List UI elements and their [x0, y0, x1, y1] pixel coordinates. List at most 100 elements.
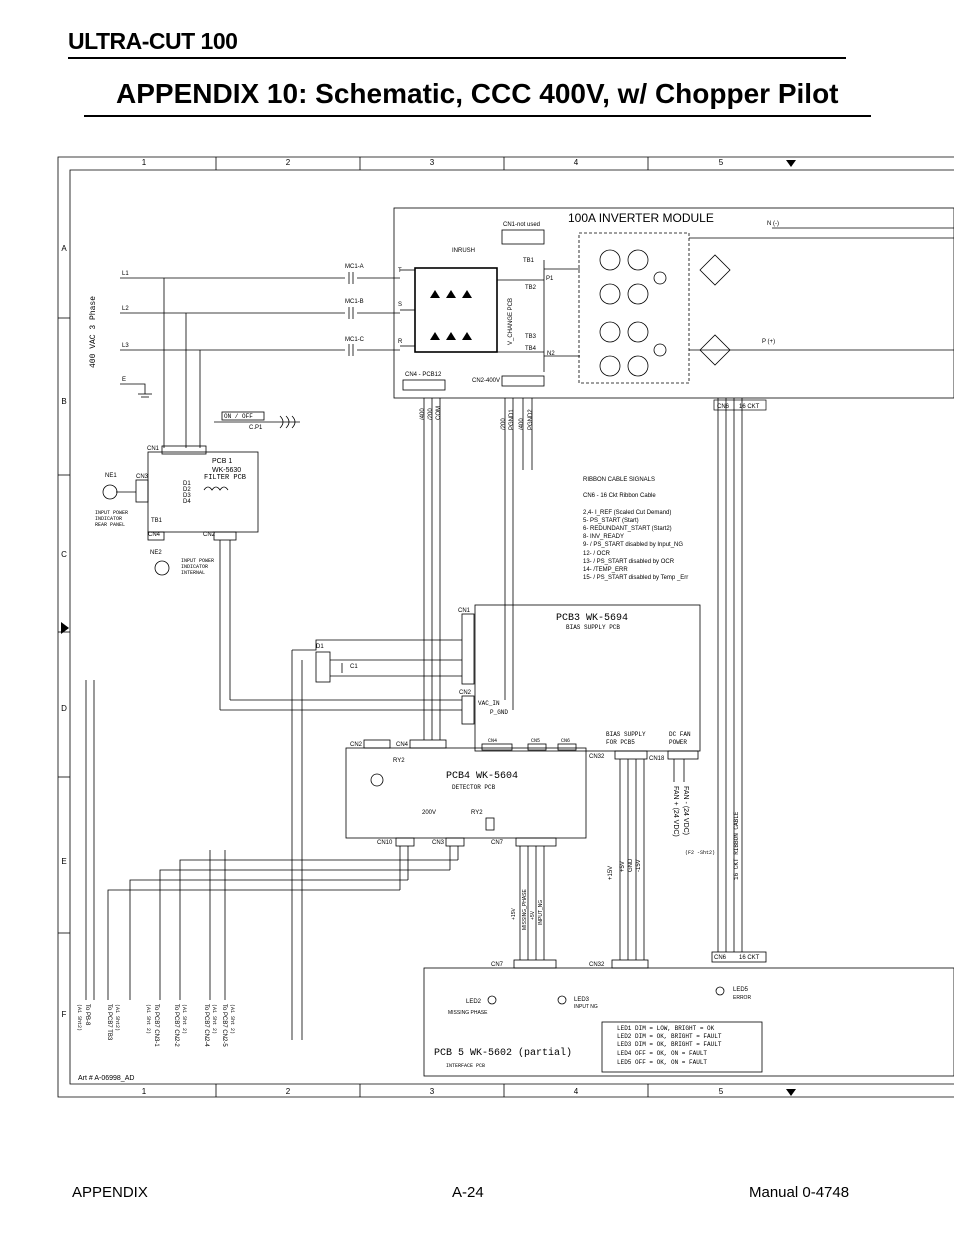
label-n2: N2	[547, 351, 555, 357]
label-fan-minus: FAN - (24 VDC)	[682, 786, 689, 835]
footer-manual-number: Manual 0-4748	[749, 1184, 850, 1201]
label-gnd-a: GND	[628, 858, 634, 872]
label-200v: 200V	[422, 810, 436, 816]
label-led3-sub: INPUT NG	[574, 1004, 598, 1010]
label-e: E	[122, 377, 126, 383]
pcb5-box	[423, 967, 954, 1077]
grid-col-1: 1	[142, 158, 147, 167]
label-pcb4-cn2: CN2	[350, 742, 363, 748]
ne1-note-line1: INPUT POWER	[95, 510, 128, 516]
label-d1: D1	[183, 481, 191, 487]
label-ry2-a: RY2	[393, 758, 405, 764]
inverter-module-box	[393, 207, 954, 399]
inner-frame	[69, 169, 954, 1085]
ne1-note-line3: REAR PANEL	[95, 522, 125, 528]
label-mc1-c: MC1-C	[345, 337, 365, 343]
grid-row-e: E	[61, 857, 66, 866]
label-n-minus: N (-)	[767, 221, 779, 227]
ribbon-title: RIBBON CABLE SIGNALS	[583, 477, 655, 483]
label-16-ckt-bottom: 16 CKT	[739, 955, 760, 961]
label-p-plus: P (+)	[762, 339, 775, 345]
label-p-gnd: P_GND	[490, 709, 508, 716]
pcb3-subtitle: BIAS SUPPLY PCB	[566, 624, 620, 631]
ribbon-line: 13- / PS_START disabled by OCR	[583, 559, 675, 565]
brand-title: ULTRA-CUT 100	[68, 28, 238, 54]
ribbon-line: 2,4- I_REF (Scaled Cut Demand)	[583, 510, 671, 516]
label-inrush: INRUSH	[452, 248, 475, 254]
to-note: (A1 Sht 2)	[181, 1004, 187, 1034]
label-minus15v: -15V	[636, 859, 642, 872]
led-table-row: LED2 DIM = OK, BRIGHT = FAULT	[617, 1033, 722, 1040]
ribbon-line: 5- PS_START (Start)	[583, 518, 639, 524]
grid-col-5: 5	[719, 158, 724, 167]
footer-page-number: A-24	[452, 1184, 484, 1201]
led-table-row: LED5 OFF = OK, ON = FAULT	[617, 1059, 707, 1066]
pcb5-title: PCB 5 WK-5602 (partial)	[434, 1047, 572, 1059]
to-label: To PCB7 CN2-2	[173, 1004, 179, 1047]
footer-section: APPENDIX	[72, 1184, 148, 1201]
inverter-title: 100A INVERTER MODULE	[568, 211, 714, 225]
label-cn1-not-used: CN1-not used	[503, 222, 540, 228]
header-rule	[68, 57, 846, 59]
label-ne2: NE2	[150, 550, 162, 556]
label-d2: D2	[183, 487, 191, 493]
ribbon-line: 12- / OCR	[583, 551, 611, 557]
bias-supply-line1: BIAS SUPPLY	[606, 731, 646, 738]
rectifier-diodes	[430, 290, 472, 340]
label-cn4-pcb12: CN4 - PCB12	[405, 372, 442, 378]
label-pcb5-cn7: CN7	[491, 962, 504, 968]
label-cp1: C.P1	[249, 425, 263, 431]
label-d1-diode: D1	[316, 644, 324, 650]
label-pcb4-cn3: CN3	[432, 840, 445, 846]
label-tb3: TB3	[525, 334, 537, 340]
to-note: (A1 Sht 2)	[211, 1004, 217, 1034]
pcb3-box	[474, 604, 701, 752]
arrow-right-icon	[61, 622, 69, 634]
label-pcb3-cn6: CN6	[561, 738, 570, 744]
label-missing-phase: MISSING_PHASE	[522, 888, 528, 930]
grid-col-3: 3	[430, 158, 435, 167]
ribbon-line: 14- /TEMP_ERR	[583, 567, 628, 573]
label-plus15v-b: +15V	[511, 908, 517, 920]
label-wire-200: /200	[428, 408, 434, 420]
title-rule	[84, 115, 871, 117]
outer-frame	[57, 156, 954, 1098]
bias-supply-line2: FOR PCB5	[606, 739, 635, 746]
pcb4-box	[345, 747, 587, 839]
to-note: (A1 Sht 2)	[229, 1004, 235, 1034]
label-pcb4-cn4: CN4	[396, 742, 409, 748]
label-pcb1-tb1: TB1	[151, 518, 163, 524]
igbt-cluster	[599, 249, 731, 377]
pcb1-subtitle: FILTER PCB	[204, 474, 246, 482]
label-vac-in: VAC_IN	[478, 700, 500, 707]
label-plus5v-b: +5V	[530, 910, 536, 920]
label-pcb3-cn4: CN4	[488, 738, 497, 744]
grid-col-4-bottom: 4	[574, 1087, 579, 1096]
ribbon-line: 9- / PS_START disabled by Input_NG	[583, 542, 683, 548]
to-label: To PCB7 TB3	[106, 1004, 112, 1041]
label-pcb1-cn2: CN2	[203, 532, 216, 538]
label-pcb3-cn1: CN1	[458, 608, 471, 614]
pcb1-part: WK-5630	[212, 467, 241, 474]
pcb1-title: PCB 1	[212, 458, 232, 465]
grid-col-1-bottom: 1	[142, 1087, 147, 1096]
label-p1: P1	[546, 276, 554, 282]
label-l1: L1	[122, 271, 129, 277]
ribbon-subtitle: CN6 - 16 Ckt Ribbon Cable	[583, 493, 656, 499]
label-l3: L3	[122, 343, 129, 349]
to-note: (A1 Sht2)	[114, 1004, 120, 1031]
dc-fan-line1: DC FAN	[669, 731, 691, 738]
label-16-ckt-top: 16 CKT	[739, 404, 760, 410]
label-plus15v-a: +15V	[608, 866, 614, 880]
label-fan-plus: FAN + (24 VDC)	[672, 786, 679, 837]
grid-row-d: D	[61, 704, 67, 713]
dc-fan-line2: POWER	[669, 739, 687, 746]
label-pcb3-cn5: CN5	[531, 738, 540, 744]
page-title: APPENDIX 10: Schematic, CCC 400V, w/ Cho…	[116, 78, 839, 109]
pcb5-subtitle: INTERFACE PCB	[446, 1063, 485, 1069]
label-pcb1-cn3: CN3	[136, 474, 149, 480]
ne2-note-line2: INDICATOR	[181, 564, 208, 570]
label-tb2: TB2	[525, 285, 537, 291]
label-plus5v-a: +5V	[620, 861, 626, 872]
